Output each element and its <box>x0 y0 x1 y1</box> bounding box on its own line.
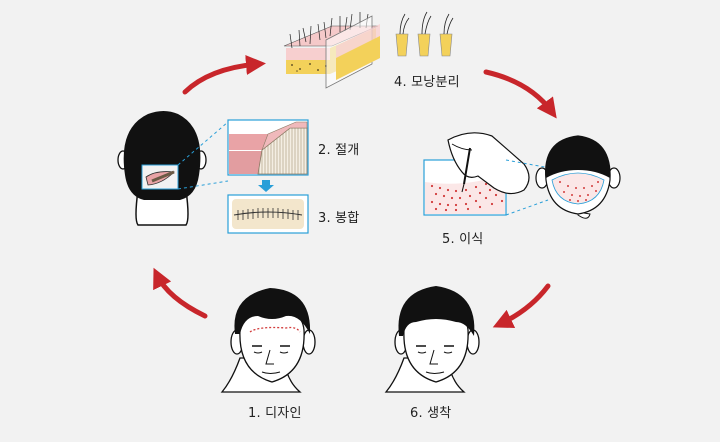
arrow-design-to-excision <box>153 267 208 319</box>
step-1-label: 1. 디자인 <box>248 406 302 421</box>
hand-with-implanter-icon <box>447 132 530 195</box>
arrow-transplant-to-growth <box>492 283 551 328</box>
step-4-label: 4. 모낭분리 <box>394 75 460 90</box>
cycle-arrows <box>153 55 557 328</box>
zoom-guides-transplant <box>505 159 551 216</box>
step-5-label: 5. 이식 <box>442 232 484 247</box>
head-back-transplant <box>535 135 621 219</box>
step-3-label: 3. 봉합 <box>318 211 360 226</box>
zoom-guides-excision <box>177 121 229 190</box>
tissue-block-illustration <box>283 12 380 89</box>
face-growth <box>384 286 480 393</box>
face-design <box>220 288 316 393</box>
step-2-label: 2. 절개 <box>318 143 360 158</box>
step-6-label: 6. 생착 <box>410 406 452 421</box>
down-arrow-icon <box>258 180 274 192</box>
suture-detail <box>227 194 309 234</box>
arrow-excision-to-separation <box>182 55 266 95</box>
follicle-grafts <box>395 11 454 57</box>
excision-detail <box>227 119 309 176</box>
head-back-excision <box>117 111 207 226</box>
arrow-separation-to-transplant <box>483 69 557 119</box>
